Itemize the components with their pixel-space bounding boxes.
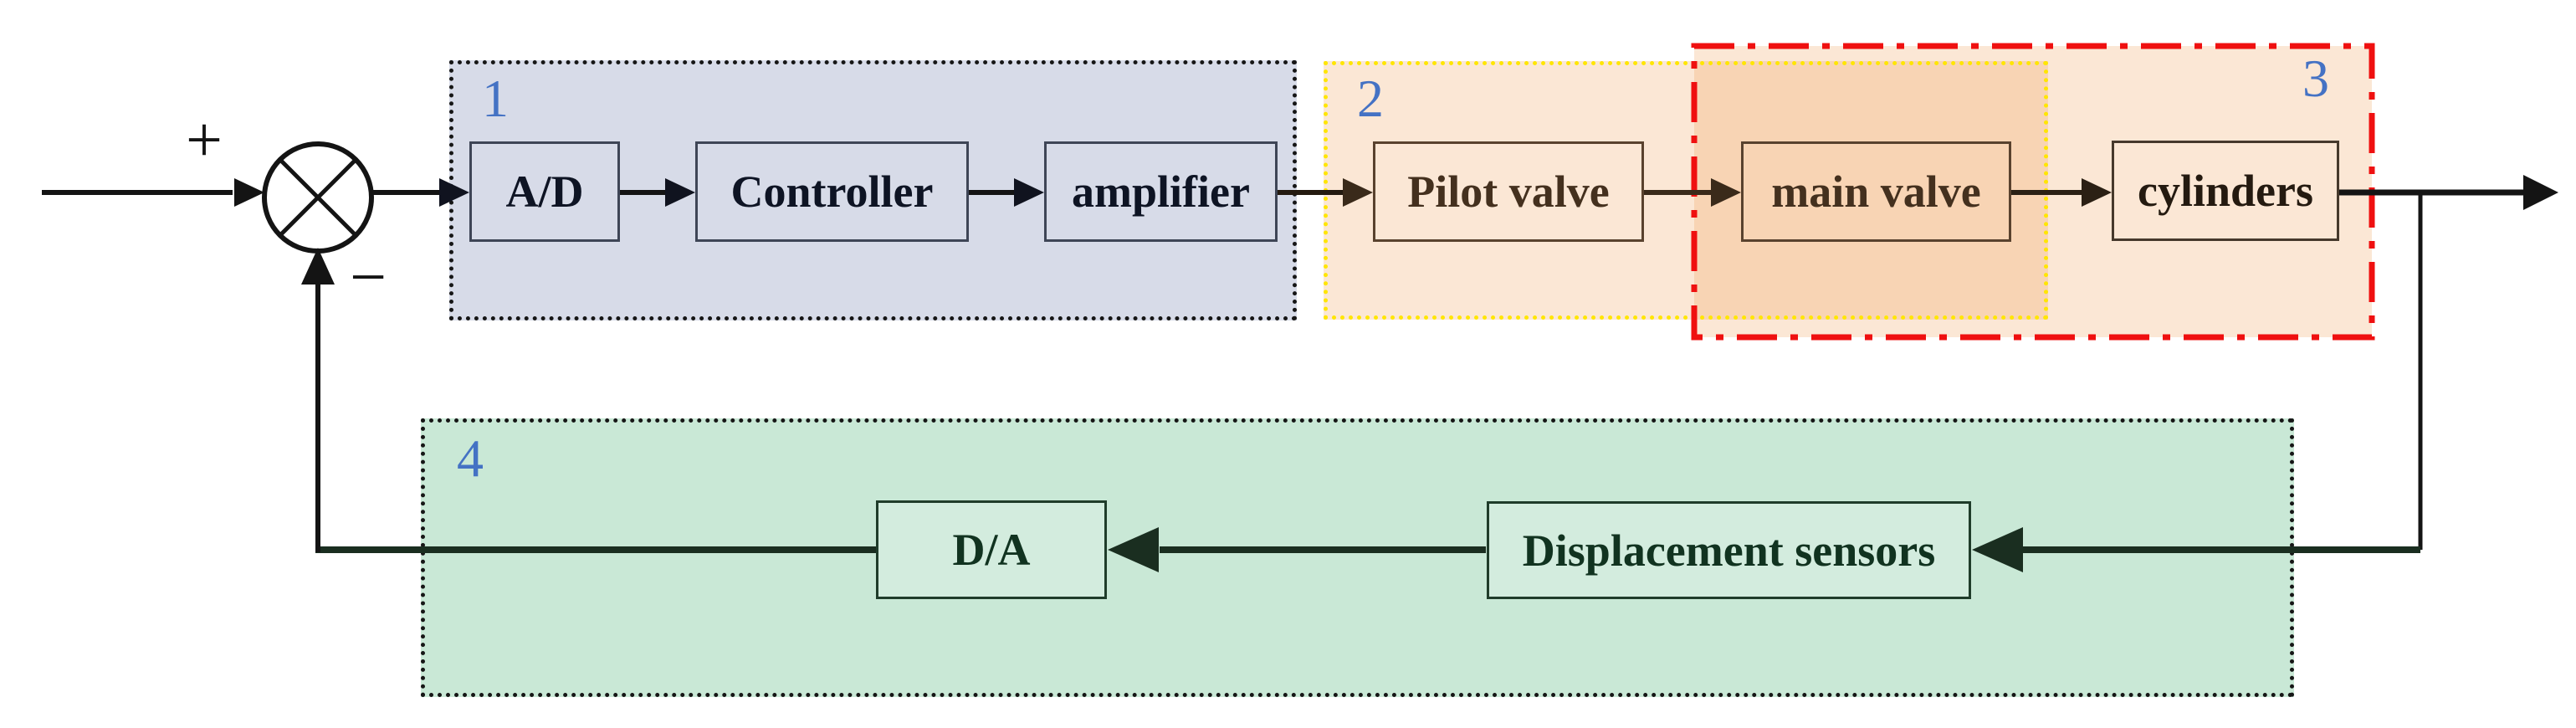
block-pilot-valve: Pilot valve [1373,141,1644,242]
group2-number-label: 2 [1357,69,1384,128]
minus-sign: − [350,240,387,313]
block-cylinders: cylinders [2112,141,2339,241]
output-arrowhead [2523,175,2558,210]
arrowhead-into-da [1108,527,1159,572]
plus-sign: + [186,103,223,176]
arrowhead-into-pilot-valve [1343,178,1373,207]
group1-region-controller-dotted [449,60,1297,320]
arrowhead-into-summing-junction [301,248,335,285]
group4-region-feedback-dotted [421,418,2294,697]
group4-number-label: 4 [457,428,484,488]
block-da-converter: D/A [876,500,1107,599]
block-main-valve: main valve [1741,141,2011,242]
block-controller: Controller [695,141,969,242]
arrowhead-into-ad [439,178,469,207]
summing-junction-cross-2 [279,158,357,237]
arrowhead-into-amplifier [1014,178,1044,207]
arrowhead-into-controller [665,178,695,207]
block-amplifier: amplifier [1044,141,1278,242]
group1-number-label: 1 [482,69,509,128]
arrowhead-into-displacement-sensors [1972,527,2023,572]
block-ad-converter: A/D [469,141,620,242]
input-arrowhead [234,178,264,207]
block-displacement-sensors: Displacement sensors [1487,501,1971,599]
arrowhead-into-cylinders [2082,178,2112,207]
group3-number-label: 3 [2302,49,2329,108]
arrowhead-into-main-valve [1711,178,1741,207]
